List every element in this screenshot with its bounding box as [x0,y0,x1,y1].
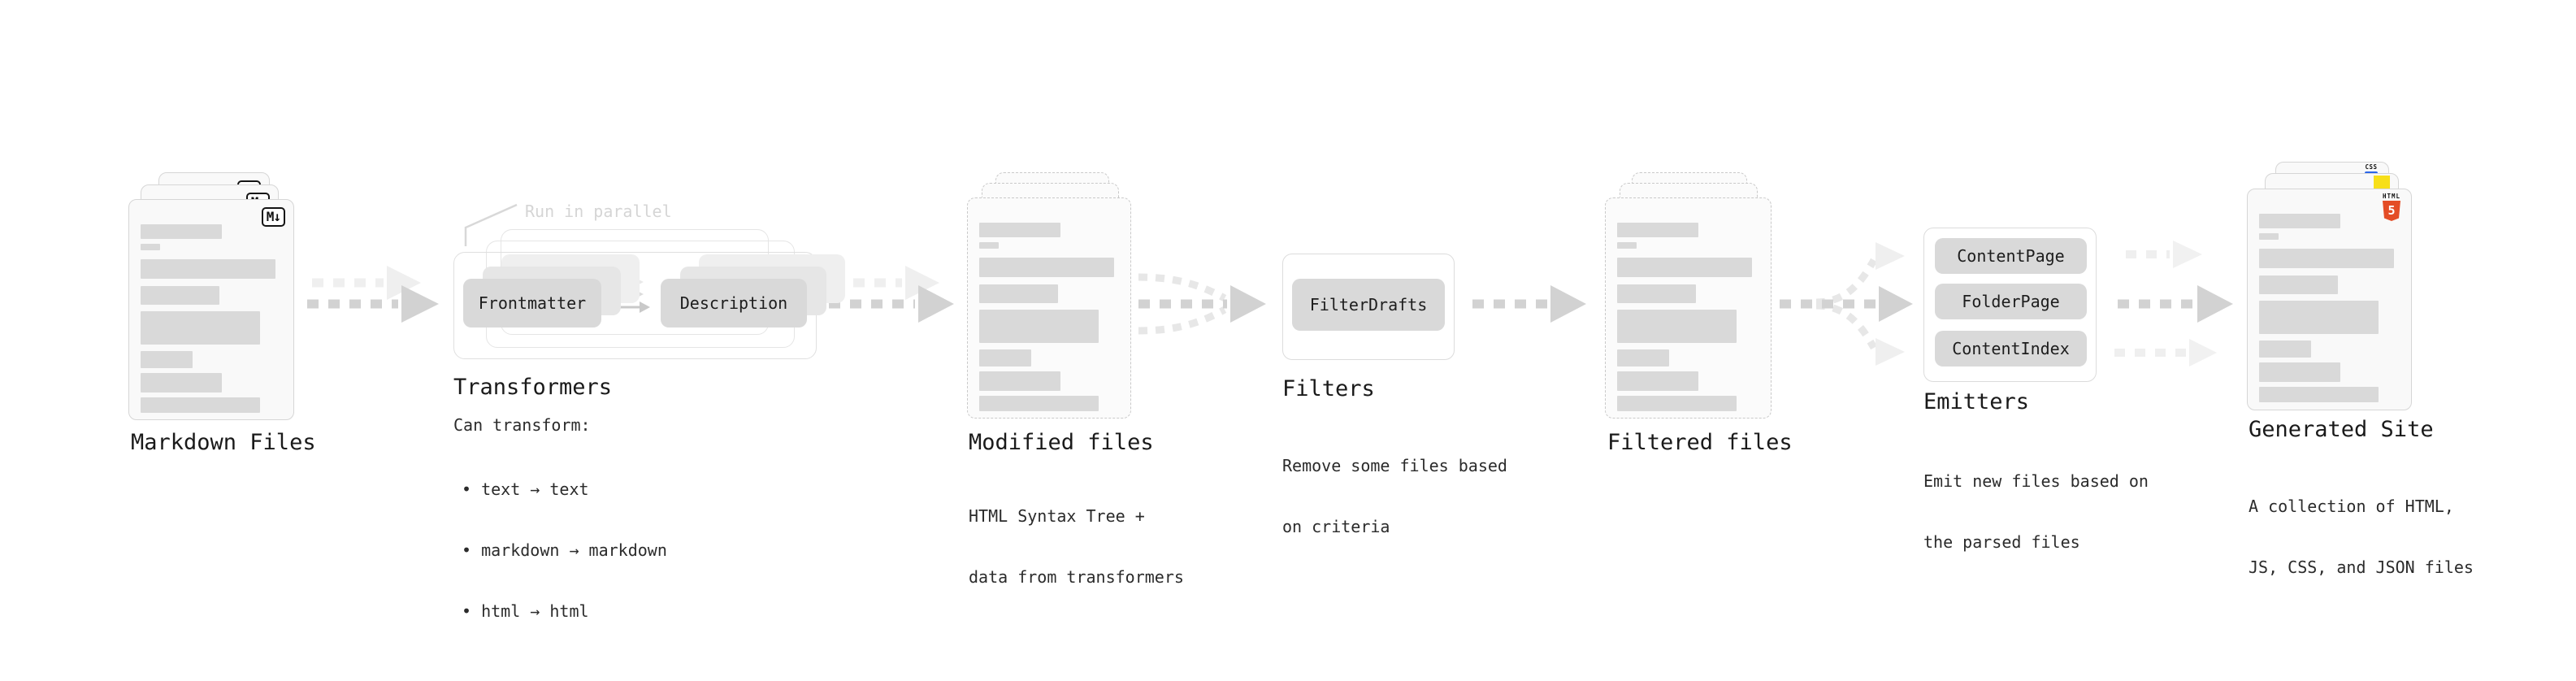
arrow-markdown-to-transformers [307,266,439,323]
run-in-parallel-annotation: Run in parallel [525,202,672,221]
modified-files-description: HTML Syntax Tree + data from transformer… [969,466,1184,628]
arrow-transformers-to-modified [829,266,954,323]
description-line: A collection of HTML, [2249,497,2454,516]
modified-files-stack [967,172,1131,420]
file-content-bars [979,223,1119,411]
transformers-capability-list: text → text markdown → markdown html → h… [462,439,667,662]
arrow-emitters-to-generated [2114,241,2233,367]
file-content-bars [1617,223,1759,411]
html5-icon: HTML 5 [2382,193,2401,221]
description-line: Emit new files based on [1923,471,2149,491]
filtered-files-label: Filtered files [1607,430,1793,455]
folder-page-emitter: FolderPage [1935,284,2087,319]
filters-description: Remove some files based on criteria [1282,415,1507,578]
arrow-modified-to-filters-converge [1138,273,1266,335]
content-page-emitter: ContentPage [1935,238,2087,274]
capability-item: html → html [462,601,667,622]
description-step: Description [661,279,807,327]
javascript-icon [2374,176,2390,189]
markdown-files-stack: M↓ M↓ M↓ [128,172,294,420]
html-file-card: HTML 5 [2247,189,2412,410]
filtered-files-stack [1605,172,1772,420]
file-content-bars [141,224,282,413]
transformers-title: Transformers [453,375,613,400]
markdown-files-label: Markdown Files [131,430,316,455]
arrow-filters-to-filtered [1472,285,1586,323]
filters-title: Filters [1282,376,1375,401]
emitters-description: Emit new files based on the parsed files [1923,431,2149,593]
description-line: JS, CSS, and JSON files [2249,557,2474,577]
filter-drafts-step: FilterDrafts [1292,279,1445,331]
description-line: HTML Syntax Tree + [969,506,1145,526]
description-line: the parsed files [1923,532,2080,552]
generated-site-stack: CSS HTML 5 [2247,162,2412,410]
arrow-filtered-to-emitters-fanout [1780,242,1913,366]
filtered-file-card-front [1605,197,1772,419]
run-in-parallel-leader-line [464,203,518,246]
frontmatter-step: Frontmatter [463,279,601,327]
generated-site-label: Generated Site [2249,417,2434,442]
description-line: Remove some files based [1282,456,1507,475]
modified-files-label: Modified files [969,430,1154,455]
capability-item: markdown → markdown [462,540,667,561]
emitters-panel: ContentPage FolderPage ContentIndex [1923,228,2097,382]
markdown-icon: M↓ [261,207,285,227]
content-index-emitter: ContentIndex [1935,331,2087,367]
description-line: on criteria [1282,517,1390,536]
emitters-title: Emitters [1923,389,2030,414]
transformers-description-heading: Can transform: [453,415,591,435]
capability-item: text → text [462,479,667,500]
generated-site-description: A collection of HTML, JS, CSS, and JSON … [2249,456,2474,618]
modified-file-card-front [967,197,1131,419]
markdown-file-card-front: M↓ [128,199,294,420]
file-content-bars [2259,214,2400,402]
description-line: data from transformers [969,567,1184,587]
